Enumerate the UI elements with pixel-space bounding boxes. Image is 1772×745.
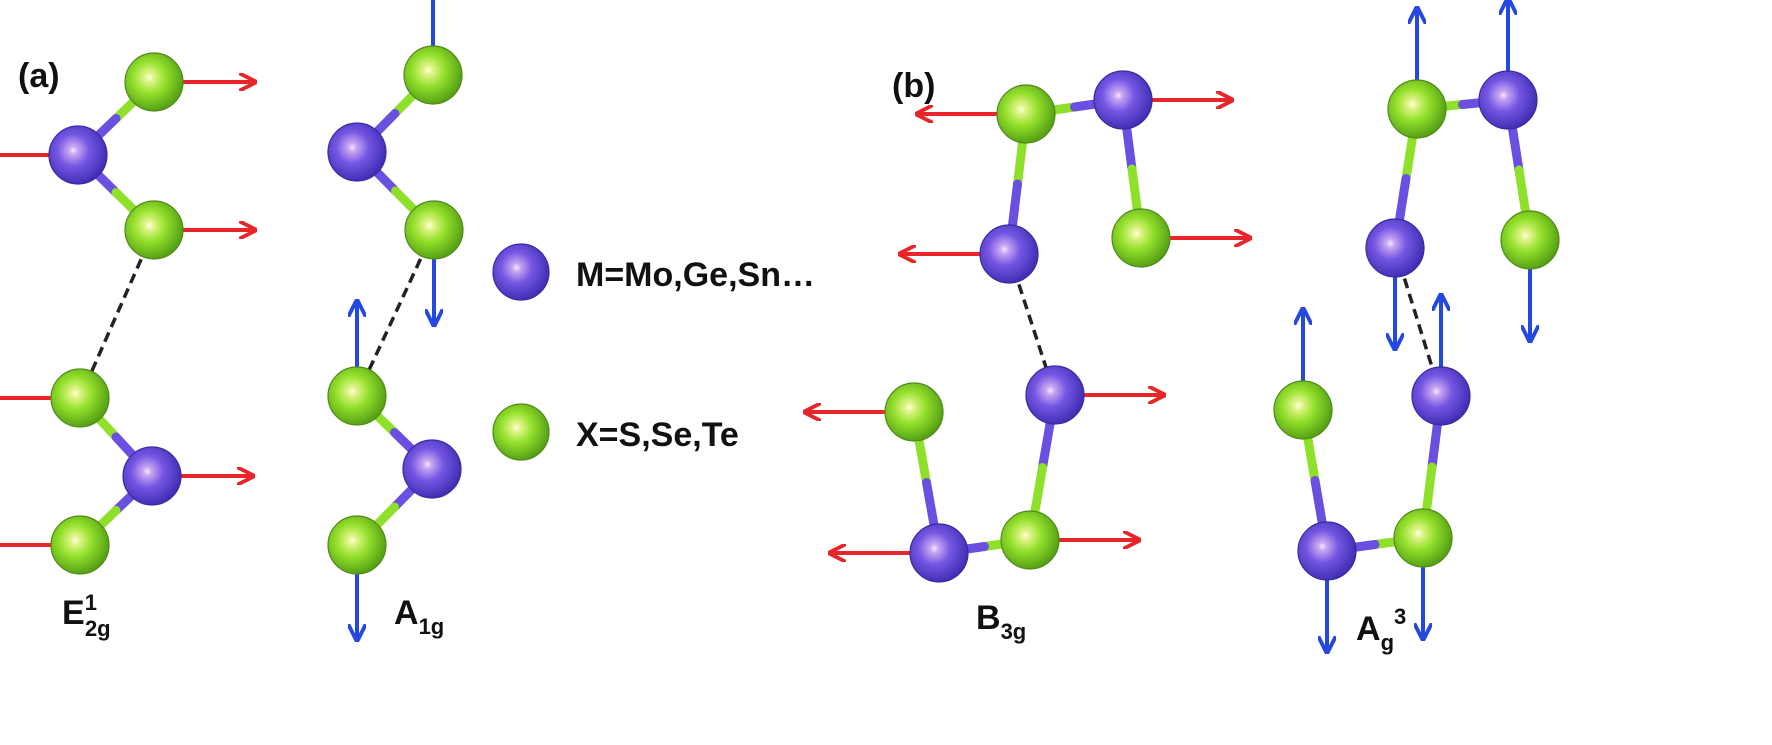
ag3-chalcogen-atom-3 <box>1500 210 1560 270</box>
legend-chalcogen-label: X=S,Se,Te <box>576 416 739 454</box>
panel-label-b: (b) <box>892 67 935 105</box>
a1g-chalcogen-atom-5 <box>327 515 387 575</box>
a1g-chalcogen-atom-3 <box>327 366 387 426</box>
e12g-metal-atom-4 <box>122 446 182 506</box>
a1g-chalcogen-atom-0 <box>403 45 463 105</box>
ag3-metal-atom-4 <box>1411 366 1471 426</box>
a1g-chalcogen-atom-2 <box>404 200 464 260</box>
e12g-metal-atom-1 <box>48 125 108 185</box>
e12g-chalcogen-atom-5 <box>50 515 110 575</box>
ag3-metal-atom-7 <box>1297 521 1357 581</box>
a1g-metal-atom-1 <box>327 122 387 182</box>
ag3-chalcogen-atom-6 <box>1393 508 1453 568</box>
ag3-chalcogen-atom-0 <box>1387 79 1447 139</box>
b3g-chalcogen-atom-3 <box>1111 208 1171 268</box>
b3g-chalcogen-atom-6 <box>1000 510 1060 570</box>
ag3-chalcogen-atom-5 <box>1273 380 1333 440</box>
e12g-chalcogen-atom-2 <box>124 200 184 260</box>
mode-label-ag3: Ag3 <box>1356 604 1406 655</box>
atoms-layer <box>48 45 1560 583</box>
b3g-metal-atom-7 <box>909 523 969 583</box>
b3g-chalcogen-atom-0 <box>996 84 1056 144</box>
e12g-chalcogen-atom-3 <box>50 368 110 428</box>
e12g-interlayer-bond-0 <box>78 229 156 399</box>
displacement-arrows-layer <box>0 0 1530 652</box>
bonds-layer <box>73 70 1535 558</box>
b3g-metal-atom-4 <box>1025 365 1085 425</box>
b3g-chalcogen-atom-5 <box>884 382 944 442</box>
legend-metal-label: M=Mo,Ge,Sn… <box>576 256 815 294</box>
panel-label-a: (a) <box>18 57 60 95</box>
a1g-metal-atom-4 <box>402 439 462 499</box>
legend: M=Mo,Ge,Sn… X=S,Se,Te <box>492 243 815 461</box>
mode-label-b3g: B3g <box>976 599 1026 644</box>
mode-label-a1g: A1g <box>394 594 444 639</box>
b3g-metal-atom-2 <box>979 224 1039 284</box>
e12g-chalcogen-atom-0 <box>124 52 184 112</box>
ag3-metal-atom-2 <box>1365 218 1425 278</box>
b3g-metal-atom-1 <box>1093 70 1153 130</box>
ag3-metal-atom-1 <box>1478 70 1538 130</box>
legend-metal-atom <box>492 243 550 301</box>
legend-chalcogen-atom <box>492 403 550 461</box>
a1g-interlayer-bond-0 <box>355 229 436 397</box>
